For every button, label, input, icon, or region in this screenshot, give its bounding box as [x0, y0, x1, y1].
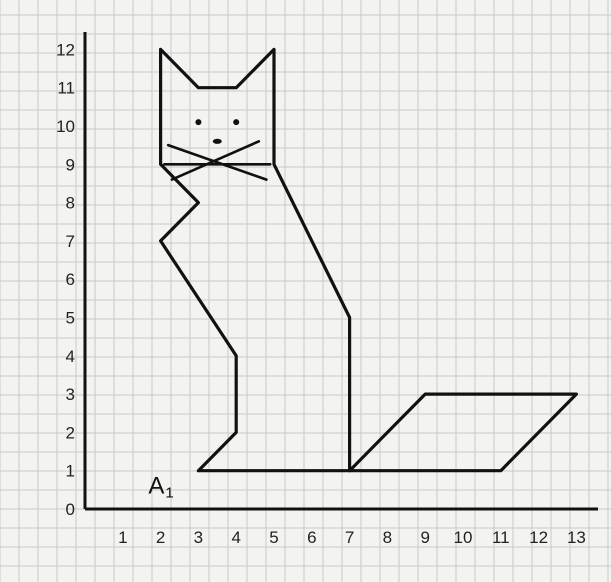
- x-tick-label: 5: [269, 528, 278, 547]
- cat-tail-parallelogram: [350, 394, 577, 471]
- cat-figure: [161, 49, 577, 470]
- cat-eye: [195, 119, 201, 125]
- y-tick-label: 3: [66, 385, 75, 404]
- x-tick-label: 13: [567, 528, 586, 547]
- y-tick-label: 12: [56, 40, 75, 59]
- y-tick-label: 0: [66, 500, 75, 519]
- y-tick-label: 4: [66, 347, 75, 366]
- x-tick-label: 11: [492, 528, 510, 547]
- x-tick-label: 6: [307, 528, 316, 547]
- cat-nose: [213, 139, 222, 144]
- x-tick-label: 2: [156, 528, 165, 547]
- y-tick-label: 7: [66, 232, 75, 251]
- y-tick-label: 10: [56, 117, 75, 136]
- y-tick-label: 6: [66, 270, 75, 289]
- x-tick-label: 8: [383, 528, 392, 547]
- point-label-subscript: 1: [165, 485, 173, 502]
- x-tick-label: 10: [454, 528, 473, 547]
- cat-eye: [233, 119, 239, 125]
- y-tick-label: 5: [66, 309, 75, 328]
- y-tick-label: 11: [57, 79, 75, 98]
- point-label-letter: A: [148, 473, 164, 500]
- x-tick-label: 1: [118, 528, 127, 547]
- cat-body-outline: [161, 49, 350, 470]
- x-tick-label: 9: [420, 528, 429, 547]
- point-label-a1: A1: [148, 473, 173, 502]
- y-tick-label: 1: [66, 462, 75, 481]
- x-tick-label: 3: [194, 528, 203, 547]
- x-tick-label: 4: [231, 528, 240, 547]
- x-tick-label: 7: [345, 528, 354, 547]
- x-tick-label: 12: [529, 528, 548, 547]
- y-tick-label: 2: [66, 423, 75, 442]
- y-tick-label: 9: [66, 155, 75, 174]
- y-tick-label: 8: [66, 194, 75, 213]
- cat-whisker: [172, 141, 259, 179]
